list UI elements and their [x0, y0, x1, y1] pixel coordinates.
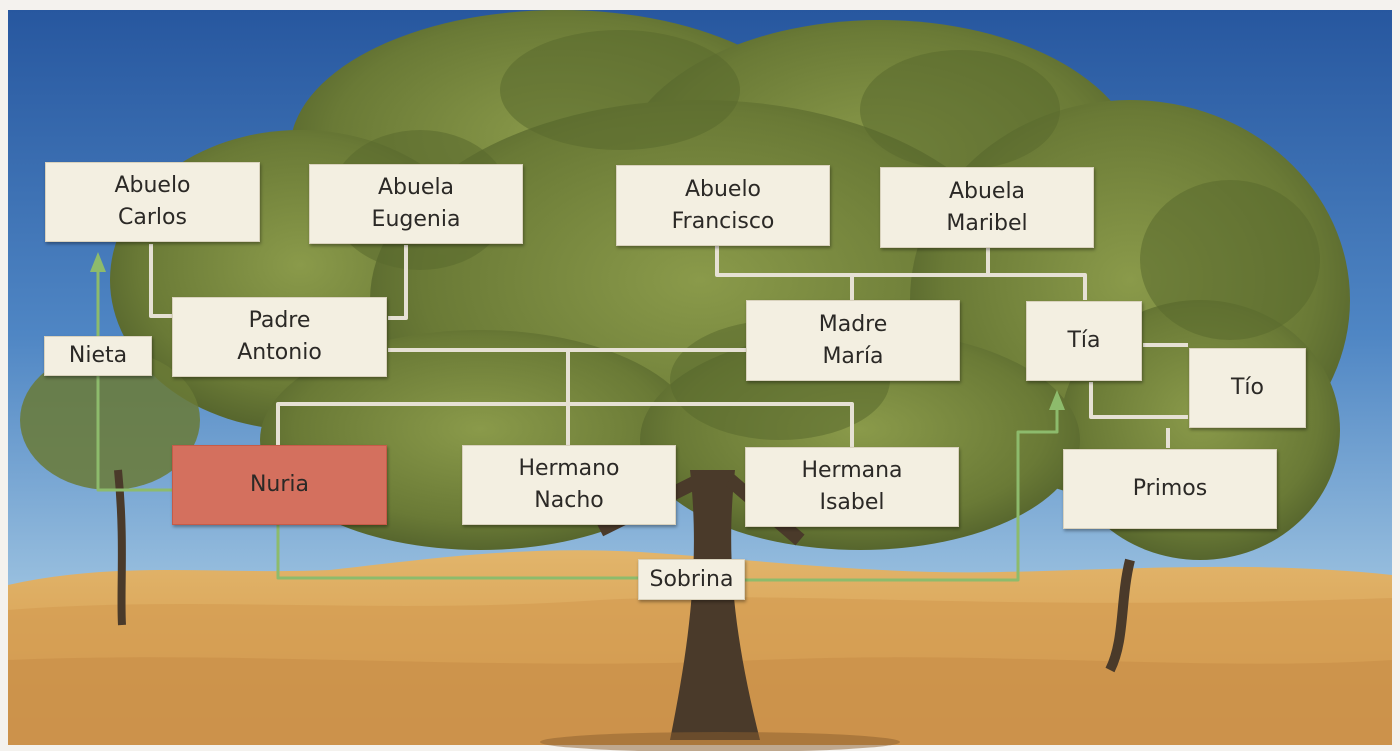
node-abuela-eugenia-line2: Eugenia: [371, 207, 461, 232]
node-hermano-nacho-line2: Nacho: [534, 488, 604, 513]
node-primos-label: Primos: [1132, 476, 1208, 501]
node-hermana-isabel-line2: Isabel: [819, 490, 885, 515]
node-primos: Primos: [1063, 449, 1277, 529]
node-abuela-eugenia: Abuela Eugenia: [309, 164, 523, 244]
node-sobrina: Sobrina: [638, 559, 745, 600]
node-abuela-eugenia-line1: Abuela: [377, 175, 455, 200]
node-tio: Tío: [1189, 348, 1306, 428]
node-nieta: Nieta: [44, 336, 152, 376]
node-hermana-isabel: Hermana Isabel: [745, 447, 959, 527]
node-abuela-maribel-line2: Maribel: [946, 210, 1028, 236]
node-nuria: Nuria: [172, 445, 387, 525]
node-abuelo-carlos-line2: Carlos: [118, 205, 187, 230]
node-tia-label: Tía: [1067, 328, 1101, 353]
node-abuelo-francisco-line1: Abuelo: [684, 176, 762, 202]
node-madre-maria-line1: Madre: [818, 311, 888, 337]
node-hermano-nacho: Hermano Nacho: [462, 445, 676, 525]
node-padre-antonio-line2: Antonio: [237, 340, 322, 365]
node-abuelo-francisco-line2: Francisco: [671, 208, 775, 234]
node-padre-antonio-line1: Padre: [248, 308, 311, 333]
node-tio-label: Tío: [1230, 375, 1264, 400]
node-abuelo-francisco: Abuelo Francisco: [616, 165, 830, 246]
node-hermana-isabel-line1: Hermana: [801, 458, 903, 483]
node-nuria-label: Nuria: [249, 472, 310, 497]
node-hermano-nacho-line1: Hermano: [518, 456, 620, 481]
node-madre-maria: Madre María: [746, 300, 960, 381]
node-abuela-maribel-line1: Abuela: [948, 178, 1026, 204]
node-abuelo-carlos-line1: Abuelo: [114, 173, 191, 198]
node-madre-maria-line2: María: [822, 343, 884, 369]
node-abuela-maribel: Abuela Maribel: [880, 167, 1094, 248]
node-padre-antonio: Padre Antonio: [172, 297, 387, 377]
node-sobrina-label: Sobrina: [649, 566, 734, 592]
node-nieta-label: Nieta: [68, 343, 128, 368]
node-abuelo-carlos: Abuelo Carlos: [45, 162, 260, 242]
node-tia: Tía: [1026, 301, 1142, 381]
